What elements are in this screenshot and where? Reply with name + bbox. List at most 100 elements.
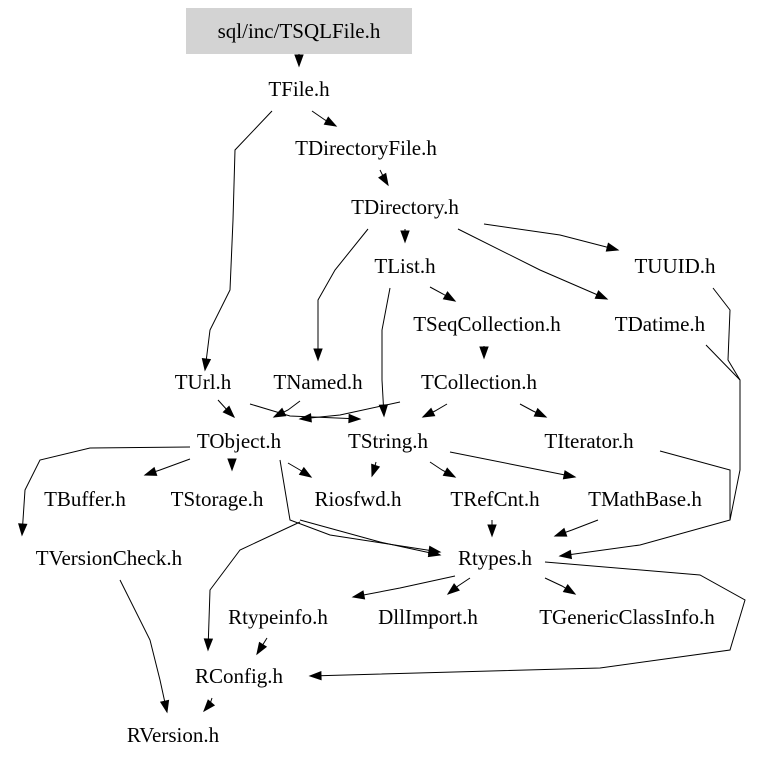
arrowhead [442, 467, 457, 478]
arrowhead [298, 466, 313, 478]
arrowhead [222, 405, 236, 419]
edge-rtypes-to-rtypeinfo [351, 575, 456, 600]
arrowhead [487, 524, 497, 538]
edge-tsqlfile-to-tfile [294, 54, 304, 68]
node-tuuid[interactable]: TUUID.h [634, 254, 716, 278]
node-tlist[interactable]: TList.h [374, 254, 436, 278]
arrowhead [143, 466, 158, 476]
node-rversion[interactable]: RVersion.h [127, 723, 220, 747]
edge-line [207, 521, 301, 651]
edge-tdirectory-to-tdatime [457, 228, 609, 300]
node-turl[interactable]: TUrl.h [175, 370, 232, 394]
node-rtypes[interactable]: Rtypes.h [458, 546, 533, 570]
node-rtypeinfo[interactable]: Rtypeinfo.h [228, 605, 328, 629]
edge-tfile-to-tdirectoryfile [311, 110, 338, 127]
node-tseqcollection[interactable]: TSeqCollection.h [413, 312, 561, 336]
edge-trefcnt-to-rtypes [487, 520, 497, 538]
node-tnamed[interactable]: TNamed.h [273, 370, 363, 394]
node-riosfwd[interactable]: Riosfwd.h [315, 487, 402, 511]
edge-tdirectory-to-tuuid [483, 223, 620, 252]
edge-tstring-to-rtypes [299, 519, 442, 558]
edge-line [249, 403, 361, 420]
arrowhead [256, 641, 268, 656]
edge-tmathbase-to-rtypes [553, 519, 599, 537]
edge-tobject-to-rconfig [203, 521, 301, 652]
arrowhead [203, 638, 214, 652]
edge-line [204, 110, 273, 371]
arrowhead [159, 699, 170, 714]
arrowhead [294, 54, 304, 68]
node-tdatime[interactable]: TDatime.h [615, 312, 706, 336]
edge-rtypeinfo-to-rconfig [256, 637, 268, 656]
node-tfile[interactable]: TFile.h [268, 77, 330, 101]
edge-line [483, 223, 619, 251]
node-tdirectory[interactable]: TDirectory.h [351, 195, 459, 219]
node-titerator[interactable]: TIterator.h [544, 429, 634, 453]
arrowhead [562, 583, 577, 595]
edge-tdatime-to-rtypes [705, 344, 741, 521]
arrowhead [594, 290, 609, 300]
arrowhead [427, 547, 442, 558]
arrowhead [553, 527, 568, 537]
node-trefcnt[interactable]: TRefCnt.h [450, 487, 540, 511]
arrowhead [479, 346, 489, 360]
arrowhead [18, 523, 28, 537]
edge-tcollection-to-titerator [519, 403, 548, 418]
edges-layer [18, 54, 746, 714]
node-tmathbase[interactable]: TMathBase.h [588, 487, 702, 511]
arrowhead [227, 458, 237, 472]
arrowhead [378, 404, 389, 418]
node-tversioncheck[interactable]: TVersionCheck.h [36, 546, 183, 570]
arrowhead [442, 291, 457, 302]
node-tbuffer[interactable]: TBuffer.h [44, 487, 126, 511]
root-node-highlight [186, 8, 412, 54]
node-tdirectoryfile[interactable]: TDirectoryFile.h [295, 136, 437, 160]
node-tsqlfile[interactable]: sql/inc/TSQLFile.h [218, 19, 381, 43]
edge-tdirectory-to-tlist [400, 229, 410, 244]
edge-line [309, 561, 746, 677]
node-tcollection[interactable]: TCollection.h [421, 370, 538, 394]
node-dllimport[interactable]: DllImport.h [378, 605, 478, 629]
edge-line [457, 228, 608, 300]
arrowhead [605, 242, 620, 252]
edge-tobject-to-riosfwd [287, 462, 313, 478]
edge-rtypes-to-dllimport [446, 577, 471, 595]
arrowhead [298, 413, 312, 423]
node-tstring[interactable]: TString.h [348, 429, 428, 453]
node-rconfig[interactable]: RConfig.h [195, 664, 284, 688]
arrowhead [272, 407, 287, 418]
node-tstorage[interactable]: TStorage.h [171, 487, 264, 511]
arrowhead [308, 670, 322, 681]
arrowhead [323, 116, 338, 127]
arrowhead [371, 463, 381, 478]
arrowhead [446, 583, 460, 595]
edge-turl-to-tobject [217, 399, 236, 419]
edge-tnamed-to-tobject [272, 400, 301, 418]
arrowhead [533, 407, 548, 418]
arrowhead [313, 348, 323, 362]
edge-tfile-to-turl [201, 110, 273, 372]
node-tobject[interactable]: TObject.h [197, 429, 282, 453]
edge-tstring-to-tmathbase [449, 451, 577, 480]
edge-tobject-to-tstorage [227, 458, 237, 472]
edge-line [119, 579, 168, 713]
arrowhead [558, 549, 573, 560]
nodes-layer: sql/inc/TSQLFile.h TFile.h TDirectoryFil… [36, 8, 716, 747]
edge-line [21, 446, 191, 536]
edge-rtypes-to-rconfig [308, 561, 746, 681]
edge-tstring-to-riosfwd [371, 461, 381, 478]
edge-line [712, 287, 741, 381]
edge-tseqcollection-to-tcollection [479, 346, 489, 360]
edge-tdirectoryfile-to-tdirectory [378, 169, 389, 187]
arrowhead [351, 590, 366, 600]
arrowhead [378, 172, 389, 187]
edge-tversioncheck-to-rversion [119, 579, 170, 714]
edge-tuuid-to-rtypes [712, 287, 741, 381]
edge-turl-to-tstring [249, 403, 362, 424]
edge-tdirectory-to-tnamed [313, 228, 369, 362]
edge-line [299, 519, 441, 556]
node-tgenericclassinfo[interactable]: TGenericClassInfo.h [539, 605, 715, 629]
edge-tobject-to-tversioncheck [18, 446, 191, 537]
edge-line [449, 451, 576, 478]
